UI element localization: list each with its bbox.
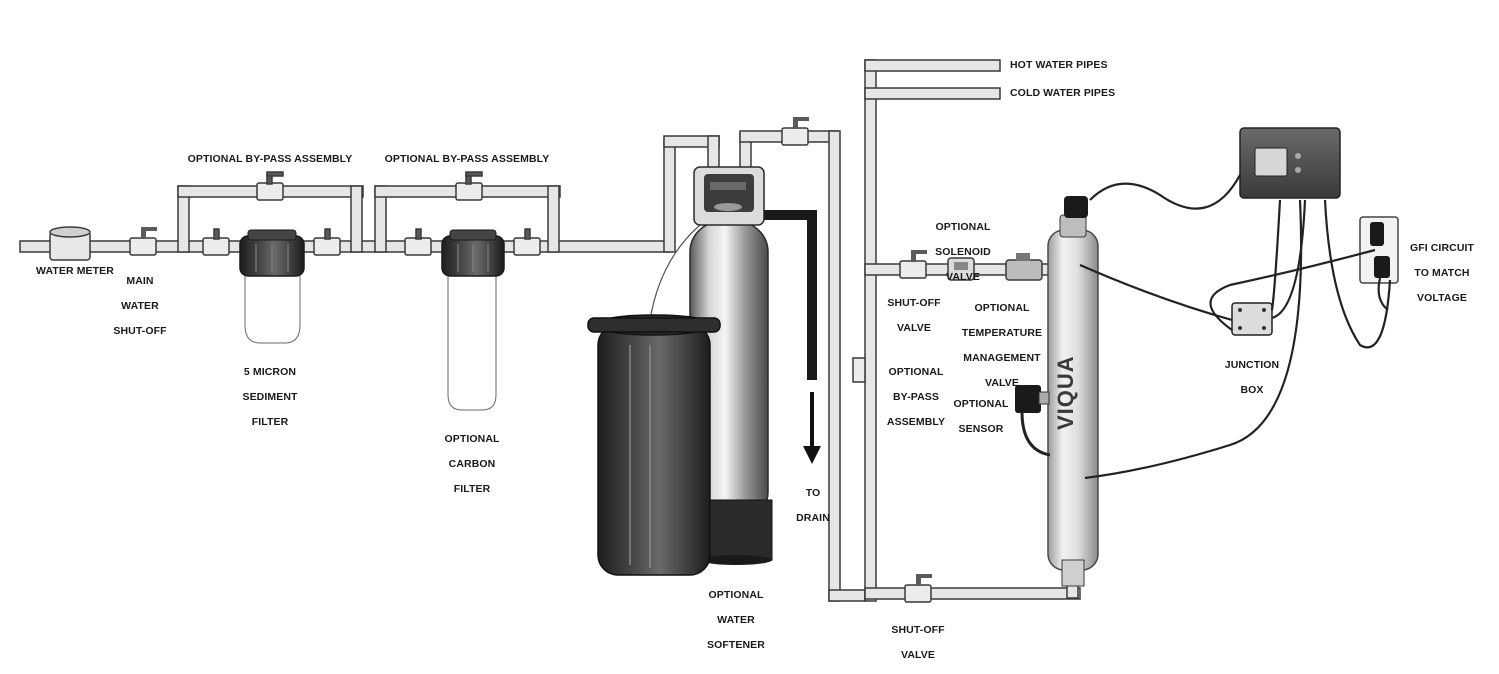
carbon-filter-label-2: CARBON [448, 457, 496, 470]
bypass-assembly-1-label: OPTIONAL BY-PASS ASSEMBLY [187, 153, 353, 165]
solenoid-valve [947, 257, 975, 281]
carbon-filter-label-3: FILTER [453, 482, 491, 495]
uv-sensor [1015, 385, 1051, 457]
junction-box [1231, 302, 1273, 336]
sediment-filter-label-3: FILTER [251, 415, 289, 428]
to-drain-label-2: DRAIN [796, 511, 830, 524]
softener-outlet-valve [781, 117, 809, 146]
bottom-shutoff-label: SHUT-OFF VALVE [880, 611, 956, 674]
carbon-filter-label: OPTIONAL CARBON FILTER [432, 420, 512, 508]
hot-water-pipes-label: HOT WATER PIPES [1010, 59, 1108, 71]
bypass-assembly-2 [374, 171, 561, 256]
bypass-assembly-3-label-1: OPTIONAL [888, 365, 944, 378]
water-meter [49, 226, 91, 261]
temperature-valve-label-2: TEMPERATURE [961, 326, 1043, 339]
solenoid-valve-label: OPTIONAL SOLENOID VALVE [920, 208, 1006, 296]
sensor-label-1: OPTIONAL [953, 397, 1009, 410]
bypass-assembly-3-label: OPTIONAL BY-PASS ASSEMBLY [876, 353, 956, 441]
bottom-shutoff-valve [904, 574, 932, 603]
gfi-circuit-label-2: TO MATCH [1414, 266, 1470, 279]
junction-box-label: JUNCTION BOX [1212, 346, 1292, 409]
bottom-shutoff-label-2: VALVE [901, 648, 935, 661]
carbon-filter [441, 229, 505, 411]
bypass-assembly-2-label: OPTIONAL BY-PASS ASSEMBLY [384, 153, 550, 165]
to-drain-label-1: TO [805, 486, 821, 499]
solenoid-valve-label-2: SOLENOID [935, 245, 991, 258]
uv-chamber [1047, 196, 1099, 587]
to-drain-label: TO DRAIN [791, 474, 835, 537]
brand-logo: VIQUA [1053, 355, 1078, 430]
bypass-assembly-1 [177, 171, 364, 256]
uv-controller [1239, 127, 1341, 199]
temperature-valve-label-4: VALVE [985, 376, 1019, 389]
sediment-filter-label: 5 MICRON SEDIMENT FILTER [230, 353, 310, 441]
temperature-valve-label: OPTIONAL TEMPERATURE MANAGEMENT VALVE [954, 289, 1050, 402]
main-shutoff-label: MAIN WATER SHUT-OFF [110, 262, 170, 350]
gfi-circuit-label-1: GFI CIRCUIT [1409, 241, 1475, 254]
water-softener [587, 166, 817, 576]
sediment-filter-label-2: SEDIMENT [242, 390, 298, 403]
sensor-label: OPTIONAL SENSOR [948, 385, 1014, 448]
cold-water-pipes-label: COLD WATER PIPES [1010, 87, 1116, 99]
junction-box-label-1: JUNCTION [1224, 358, 1280, 371]
temperature-valve-label-3: MANAGEMENT [963, 351, 1041, 364]
junction-box-label-2: BOX [1240, 383, 1264, 396]
main-shutoff-valve [129, 227, 157, 256]
main-shutoff-label-3: SHUT-OFF [113, 324, 167, 337]
gfi-circuit-label: GFI CIRCUIT TO MATCH VOLTAGE [1400, 229, 1484, 317]
electrical-cables [1079, 174, 1392, 480]
gfi-circuit-label-3: VOLTAGE [1417, 291, 1467, 304]
temperature-valve [1005, 253, 1043, 281]
water-meter-label: WATER METER [36, 265, 114, 277]
main-shutoff-label-2: WATER [121, 299, 159, 312]
water-softener-label-3: SOFTENER [707, 638, 765, 651]
water-softener-label-1: OPTIONAL [708, 588, 764, 601]
carbon-filter-label-1: OPTIONAL [444, 432, 500, 445]
top-shutoff-label-1: SHUT-OFF [887, 296, 941, 309]
top-shutoff-label-2: VALVE [897, 321, 931, 334]
drain-arrow [803, 392, 821, 464]
sediment-filter [239, 229, 305, 344]
bypass-assembly-3-label-2: BY-PASS [892, 390, 940, 403]
solenoid-valve-label-3: VALVE [946, 270, 980, 283]
solenoid-valve-label-1: OPTIONAL [935, 220, 991, 233]
main-shutoff-label-1: MAIN [126, 274, 154, 287]
gfi-outlet [1359, 216, 1399, 284]
bottom-shutoff-label-1: SHUT-OFF [891, 623, 945, 636]
temperature-valve-label-1: OPTIONAL [974, 301, 1030, 314]
top-shutoff-valve [899, 250, 927, 279]
sensor-label-2: SENSOR [958, 422, 1004, 435]
water-softener-label: OPTIONAL WATER SOFTENER [696, 576, 776, 664]
sediment-filter-label-1: 5 MICRON [243, 365, 297, 378]
bypass-assembly-3-label-3: ASSEMBLY [886, 415, 946, 428]
water-softener-label-2: WATER [717, 613, 755, 626]
top-shutoff-label: SHUT-OFF VALVE [876, 284, 952, 347]
